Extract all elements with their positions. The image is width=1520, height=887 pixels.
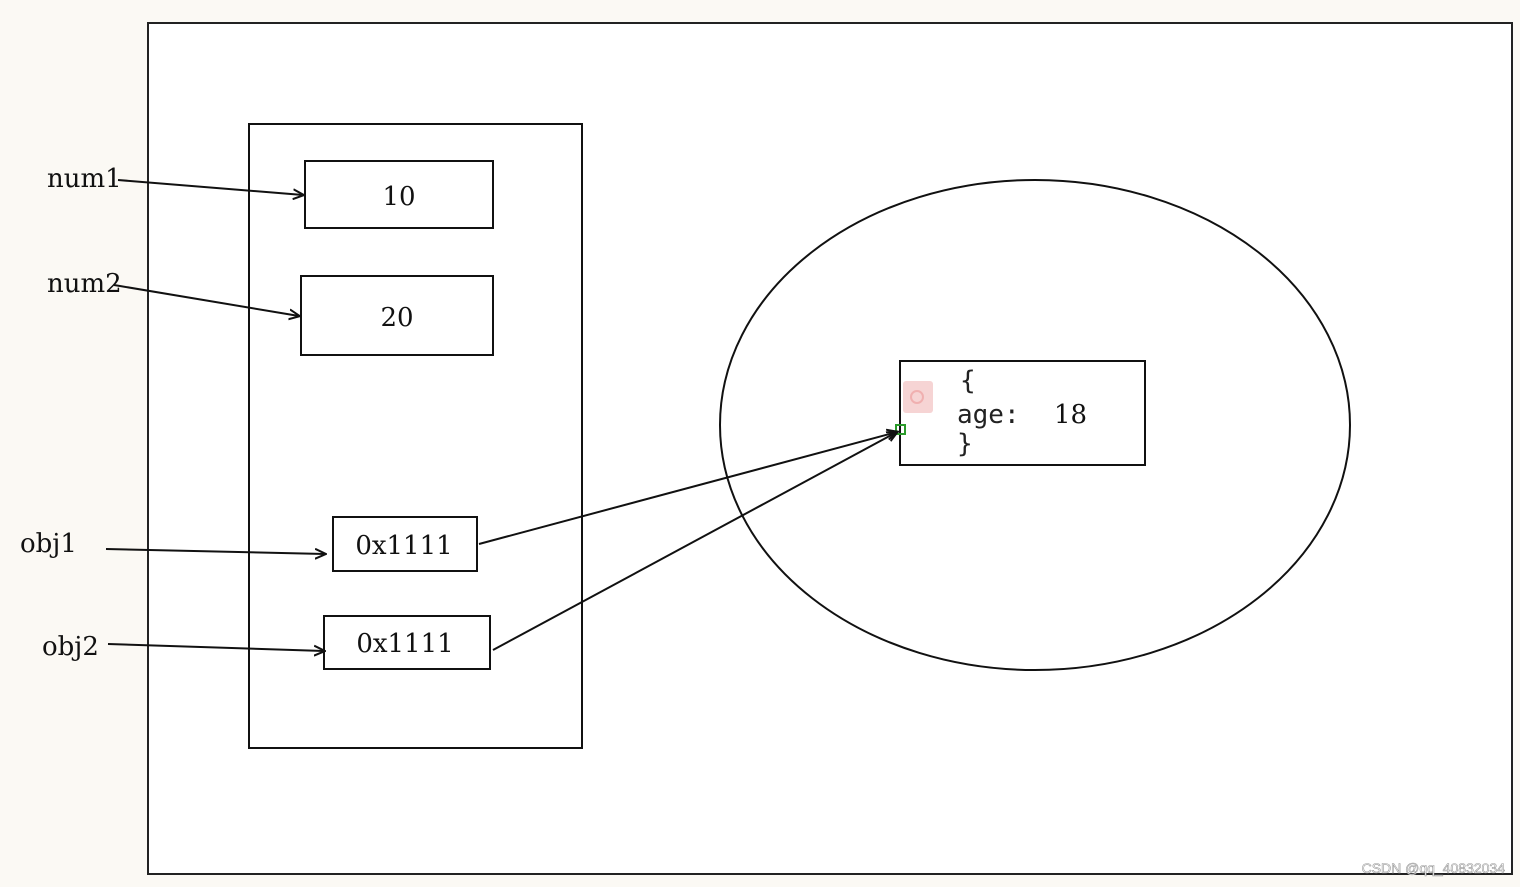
num1-value: 10 [382,182,415,212]
obj2-value: 0x1111 [356,629,453,659]
obj1-value-box [332,516,478,572]
watermark: CSDN @qq_40832034 [1362,860,1506,876]
obj2-arrow [107,643,324,651]
obj1-arrow [105,549,325,554]
num1-arrow [117,179,303,195]
obj1-reference-arrow [478,432,897,545]
object-icon [903,381,933,413]
num2-arrow [113,284,299,316]
obj1-label: obj1 [20,529,77,559]
object-key: age: [957,400,1020,430]
num2-label: num2 [47,269,122,299]
obj2-label: obj2 [42,632,99,662]
outer-frame [147,22,1513,875]
object-close-brace: } [957,429,973,459]
obj2-value-box [323,615,491,670]
num2-value: 20 [380,303,413,333]
object-icon-dot [910,390,924,404]
heap-region [719,179,1351,671]
stack-region [248,123,583,749]
num1-value-box [304,160,494,229]
obj1-value: 0x1111 [355,531,452,561]
obj2-reference-arrow [492,432,897,651]
num1-label: num1 [47,164,122,194]
heap-object-box [899,360,1146,466]
object-value: 18 [1054,400,1087,430]
object-open-brace: { [960,366,976,396]
